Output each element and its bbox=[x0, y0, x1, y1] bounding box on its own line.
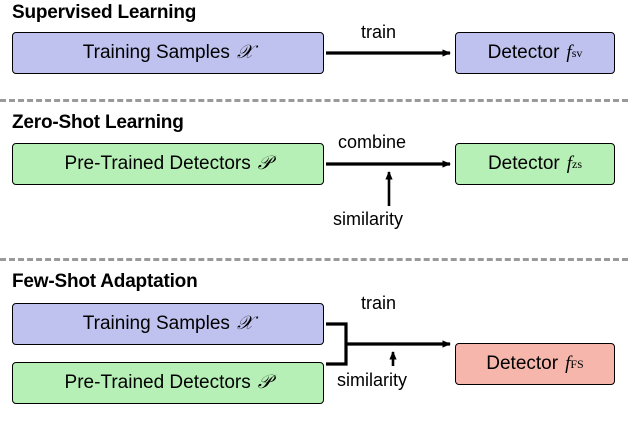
edge-label-train-fewshot: train bbox=[361, 293, 397, 313]
section-title-few-shot: Few-Shot Adaptation bbox=[12, 271, 198, 292]
box-label-detector-sv: Detector bbox=[487, 42, 560, 63]
box-label-pretrained-detectors: Pre-Trained Detectors bbox=[64, 153, 251, 174]
symbol-p-calligraphic-fs: 𝒫 bbox=[257, 372, 272, 393]
box-label-detector-fs: Detector bbox=[486, 353, 559, 374]
edge-label-similarity-zeroshot: similarity bbox=[333, 209, 403, 229]
box-training-samples-fewshot: Training Samples 𝒳 bbox=[12, 303, 324, 345]
symbol-x-calligraphic-fs: 𝒳 bbox=[236, 313, 254, 334]
box-label-pretrained-detectors-fs: Pre-Trained Detectors bbox=[64, 372, 251, 393]
edge-label-similarity-fewshot: similarity bbox=[337, 370, 407, 390]
box-training-samples-supervised: Training Samples 𝒳 bbox=[12, 32, 324, 74]
symbol-f-sv-subscript: sv bbox=[571, 45, 583, 60]
symbol-f-zs-subscript: zs bbox=[572, 156, 583, 171]
symbol-f-fs: f bbox=[565, 353, 571, 374]
divider-2 bbox=[0, 258, 628, 261]
box-label-detector-zs: Detector bbox=[487, 153, 560, 174]
box-label-training-samples: Training Samples bbox=[82, 42, 230, 63]
arrow-train-fewshot bbox=[326, 322, 451, 366]
section-title-zero-shot: Zero-Shot Learning bbox=[12, 112, 184, 133]
box-pretrained-detectors-zeroshot: Pre-Trained Detectors 𝒫 bbox=[12, 143, 324, 185]
edge-label-combine: combine bbox=[338, 132, 407, 152]
divider-1 bbox=[0, 99, 628, 102]
box-label-training-samples-fs: Training Samples bbox=[82, 313, 230, 334]
symbol-f-zs: f bbox=[566, 153, 573, 174]
symbol-x-calligraphic: 𝒳 bbox=[236, 42, 254, 63]
box-pretrained-detectors-fewshot: Pre-Trained Detectors 𝒫 bbox=[12, 362, 324, 404]
symbol-f-sv: f bbox=[566, 42, 572, 63]
symbol-p-calligraphic: 𝒫 bbox=[257, 153, 272, 174]
symbol-f-fs-subscript: FS bbox=[570, 356, 584, 371]
section-title-supervised: Supervised Learning bbox=[12, 2, 197, 23]
edge-label-train-supervised: train bbox=[361, 22, 397, 42]
